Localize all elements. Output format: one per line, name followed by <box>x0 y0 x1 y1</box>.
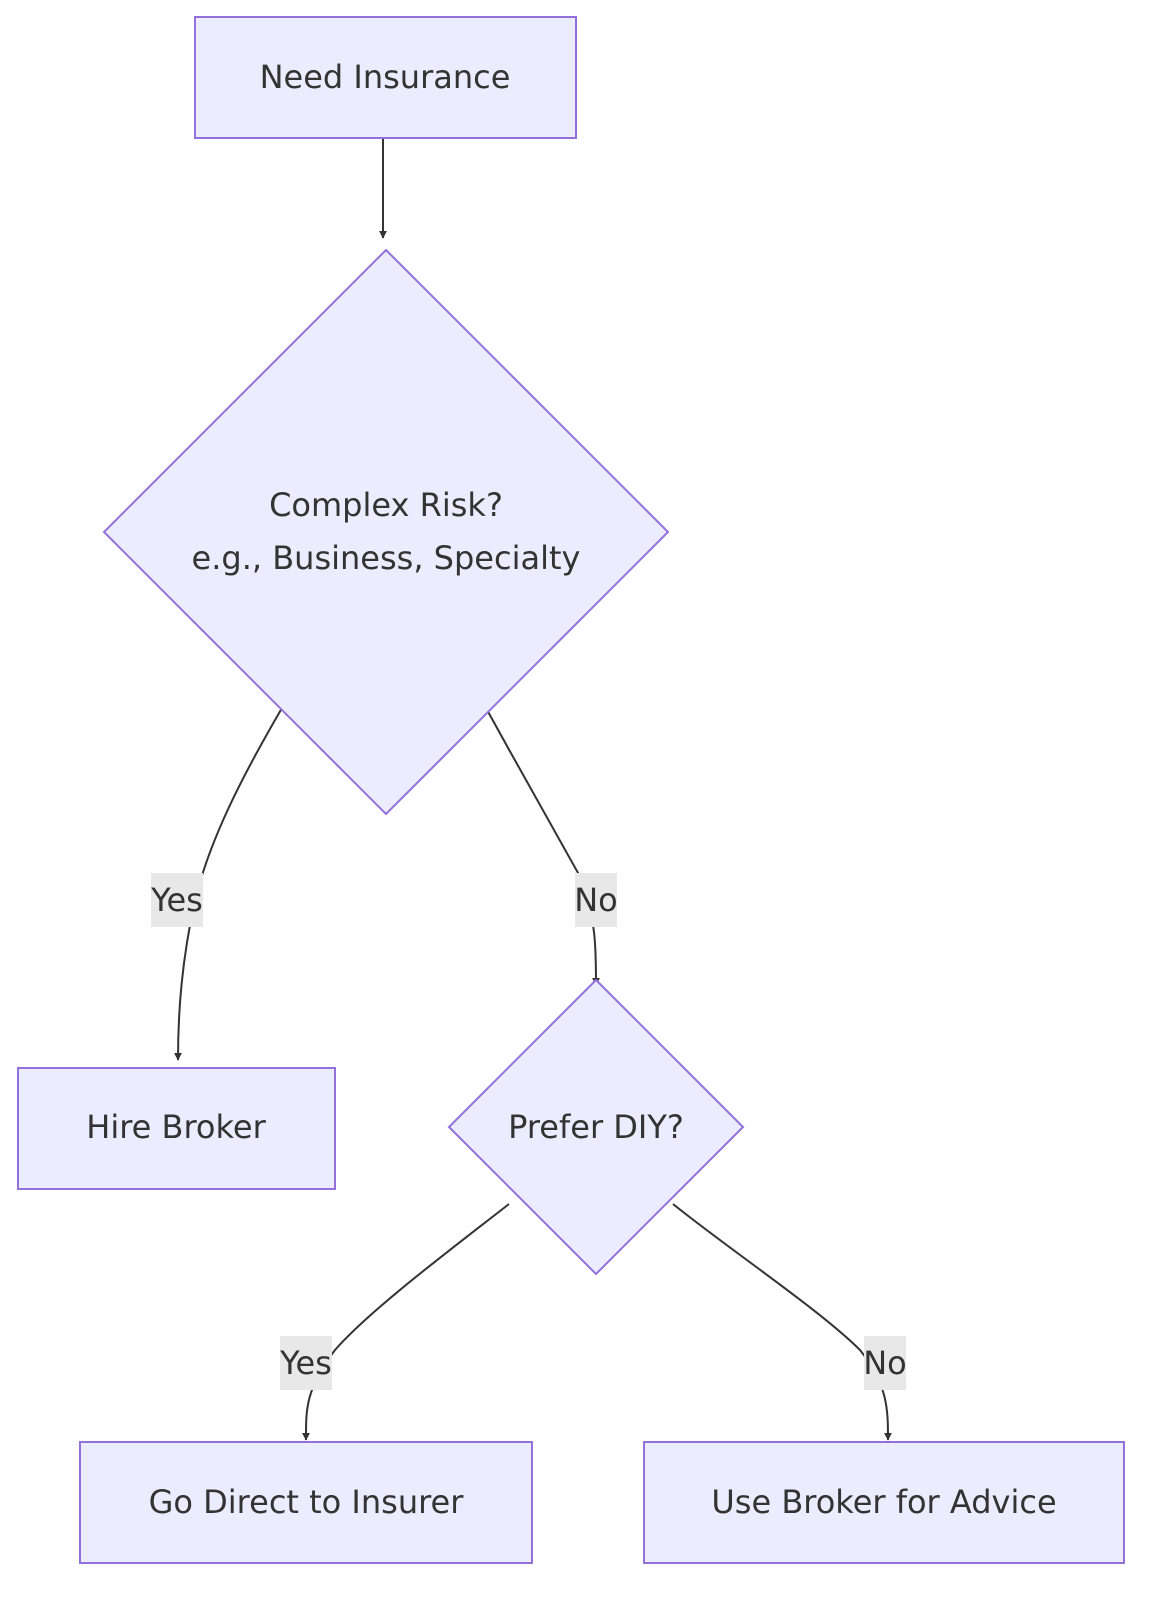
node-need-insurance-label: Need Insurance <box>260 58 511 96</box>
edge-label-diy-yes: Yes <box>279 1336 332 1390</box>
node-prefer-diy: Prefer DIY? <box>447 978 745 1276</box>
edge-complex-to-prefer-diy <box>485 707 600 986</box>
edge-label-diy-yes-text: Yes <box>279 1344 332 1382</box>
node-prefer-diy-label: Prefer DIY? <box>508 1108 684 1146</box>
node-use-broker-advice-label: Use Broker for Advice <box>711 1483 1056 1521</box>
edge-label-complex-no: No <box>574 873 618 927</box>
node-complex-risk: Complex Risk? e.g., Business, Specialty <box>102 248 670 816</box>
edge-label-complex-yes-text: Yes <box>150 881 203 919</box>
node-complex-risk-label-line1: Complex Risk? <box>269 486 503 524</box>
edge-diy-to-use-broker <box>672 1203 892 1441</box>
node-need-insurance: Need Insurance <box>194 16 577 139</box>
edge-label-diy-no: No <box>863 1336 907 1390</box>
edge-label-complex-yes: Yes <box>150 873 203 927</box>
node-complex-risk-label-line2: e.g., Business, Specialty <box>192 539 581 577</box>
node-go-direct-label: Go Direct to Insurer <box>149 1483 465 1521</box>
node-hire-broker-label: Hire Broker <box>86 1108 266 1146</box>
edge-label-diy-no-text: No <box>863 1344 907 1382</box>
edge-diy-to-go-direct <box>301 1203 510 1441</box>
node-hire-broker: Hire Broker <box>17 1067 336 1190</box>
edge-label-complex-no-text: No <box>574 881 618 919</box>
node-go-direct: Go Direct to Insurer <box>79 1441 533 1564</box>
node-use-broker-advice: Use Broker for Advice <box>643 1441 1125 1564</box>
